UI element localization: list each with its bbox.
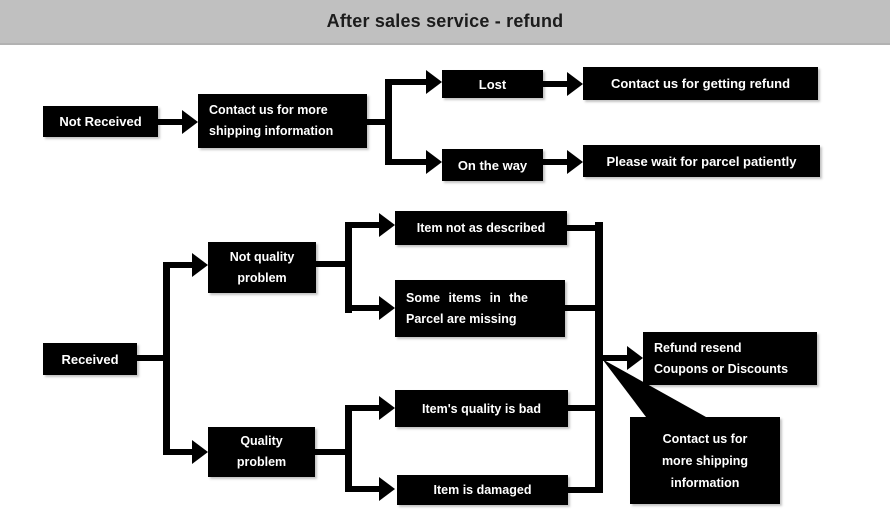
arrowhead-icon: [567, 150, 583, 174]
connector-line: [345, 405, 380, 411]
node-some-items-missing: Some items in the Parcel are missing: [395, 280, 565, 337]
connector-line: [137, 355, 167, 361]
arrowhead-icon: [379, 477, 395, 501]
callout-label-line: information: [670, 475, 740, 490]
connector-line: [567, 225, 595, 231]
connector-line: [367, 119, 390, 125]
node-quality-problem: Quality problem: [208, 427, 315, 477]
node-item-not-as-described: Item not as described: [395, 211, 567, 245]
arrowhead-icon: [426, 150, 442, 174]
connector-line: [316, 261, 349, 267]
connector-line: [345, 222, 352, 313]
node-not-quality-problem: Not quality problem: [208, 242, 316, 293]
node-contact-shipping-info: Contact us for more shipping information: [198, 94, 367, 148]
node-on-the-way: On the way: [442, 149, 543, 181]
connector-line: [565, 305, 595, 311]
node-label-line: Parcel are missing: [406, 311, 517, 326]
node-label-line: Refund resend: [654, 340, 742, 355]
arrowhead-icon: [379, 296, 395, 320]
connector-line: [603, 355, 628, 361]
connector-line: [345, 305, 380, 311]
arrowhead-icon: [379, 213, 395, 237]
callout-label-line: more shipping: [661, 453, 749, 468]
node-label-line: Coupons or Discounts: [654, 361, 789, 376]
node-label-line: problem: [236, 455, 287, 469]
title-bar: After sales service - refund: [0, 0, 890, 45]
connector-line: [345, 405, 352, 492]
connector-line: [345, 222, 380, 228]
node-label-line: Contact us for more: [209, 103, 328, 117]
connector-line: [568, 405, 595, 411]
connector-line: [163, 262, 170, 455]
arrowhead-icon: [627, 346, 643, 370]
connector-line: [595, 222, 603, 493]
node-label: Lost: [478, 76, 507, 92]
node-not-received: Not Received: [43, 106, 158, 137]
node-contact-us-for-refund: Contact us for getting refund: [583, 67, 818, 100]
page-title: After sales service - refund: [326, 11, 564, 31]
connector-line: [345, 486, 380, 492]
node-label-line: shipping information: [209, 124, 334, 138]
arrowhead-icon: [379, 396, 395, 420]
connector-line: [315, 449, 349, 455]
node-please-wait: Please wait for parcel patiently: [583, 145, 820, 177]
callout-contact-us: Contact us for more shipping information: [630, 417, 780, 504]
node-refund-resend: Refund resend Coupons or Discounts: [643, 332, 817, 385]
arrowhead-icon: [192, 253, 208, 277]
arrowhead-icon: [567, 72, 583, 96]
node-label: Item's quality is bad: [422, 401, 541, 416]
callout-label-line: Contact us for: [662, 431, 748, 446]
node-item-quality-bad: Item's quality is bad: [395, 390, 568, 427]
node-received: Received: [43, 343, 137, 375]
connector-line: [543, 81, 568, 87]
node-item-damaged: Item is damaged: [397, 475, 568, 505]
connector-line: [163, 262, 193, 268]
node-label: Item is damaged: [433, 483, 532, 497]
node-label-line: Quality: [240, 434, 283, 448]
node-label: Contact us for getting refund: [610, 76, 791, 91]
arrowhead-icon: [182, 110, 198, 134]
arrowhead-icon: [426, 70, 442, 94]
node-lost: Lost: [442, 70, 543, 98]
node-label: Please wait for parcel patiently: [606, 153, 797, 169]
node-label: Item not as described: [416, 221, 546, 235]
arrowhead-icon: [192, 440, 208, 464]
connector-line: [385, 79, 392, 165]
node-label-line: Some items in the: [406, 290, 528, 305]
connector-line: [568, 487, 595, 493]
connector-line: [158, 119, 184, 125]
connector-line: [163, 449, 193, 455]
node-label-line: problem: [237, 270, 287, 285]
node-label: Received: [61, 351, 119, 367]
node-label: Not Received: [59, 114, 142, 129]
connector-line: [543, 159, 568, 165]
connector-line: [385, 159, 427, 165]
node-label: On the way: [457, 157, 528, 173]
connector-line: [385, 79, 427, 85]
node-label-line: Not quality: [229, 249, 295, 264]
